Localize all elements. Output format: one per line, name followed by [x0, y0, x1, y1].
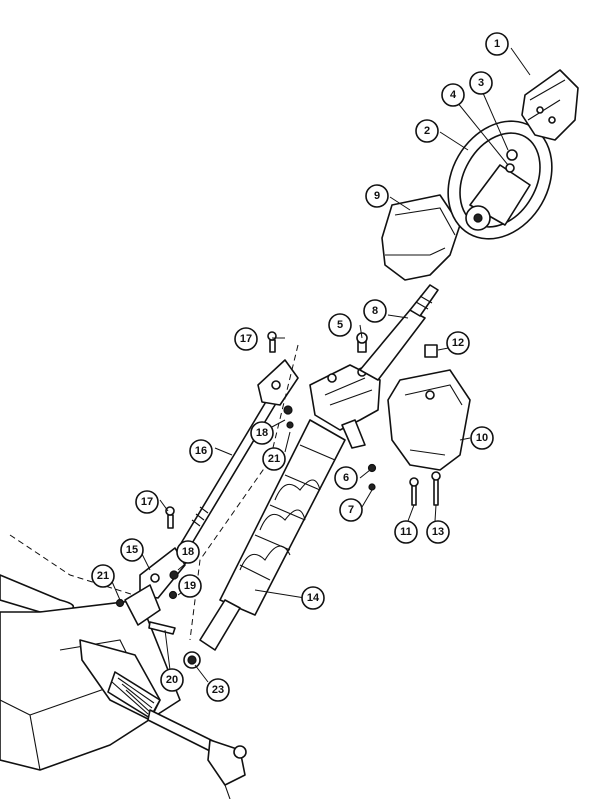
callout-6: 6 — [334, 466, 358, 490]
lower-shroud — [387, 344, 471, 471]
callout-15: 15 — [120, 538, 144, 562]
callout-11: 11 — [394, 520, 418, 544]
callout-21b: 21 — [91, 564, 115, 588]
callout-label: 9 — [374, 190, 380, 202]
callout-16: 16 — [189, 439, 213, 463]
callout-18b: 18 — [176, 540, 200, 564]
leader-lines — [109, 47, 531, 683]
callout-label: 17 — [240, 333, 252, 345]
callout-1: 1 — [485, 32, 509, 56]
callout-label: 11 — [400, 526, 412, 538]
callout-5: 5 — [328, 313, 352, 337]
callout-label: 21 — [268, 453, 280, 465]
callout-2: 2 — [415, 119, 439, 143]
callout-label: 7 — [348, 504, 354, 516]
callout-21a: 21 — [262, 447, 286, 471]
callout-label: 19 — [184, 580, 196, 592]
callout-20: 20 — [160, 668, 184, 692]
upper-shroud — [381, 194, 461, 281]
callout-label: 1 — [494, 38, 500, 50]
callout-14: 14 — [301, 586, 325, 610]
bulkhead-panel — [0, 534, 181, 771]
callout-label: 21 — [97, 570, 109, 582]
callout-label: 16 — [195, 445, 207, 457]
callout-label: 2 — [424, 125, 430, 137]
lower-column-tube — [183, 419, 346, 669]
callout-label: 17 — [141, 496, 153, 508]
callout-label: 18 — [256, 427, 268, 439]
column-bracket — [309, 332, 381, 491]
callout-label: 6 — [343, 472, 349, 484]
callout-label: 10 — [476, 432, 488, 444]
callout-label: 18 — [182, 546, 194, 558]
steering-wheel — [447, 120, 553, 240]
callout-10: 10 — [470, 426, 494, 450]
callout-label: 14 — [307, 592, 320, 604]
horn-pad — [521, 69, 579, 141]
callout-12: 12 — [446, 331, 470, 355]
callout-label: 20 — [166, 674, 178, 686]
shroud-screws — [409, 471, 441, 506]
callout-8: 8 — [363, 299, 387, 323]
callout-label: 15 — [126, 544, 138, 556]
callout-label: 13 — [432, 526, 444, 538]
callout-9: 9 — [365, 184, 389, 208]
callout-23: 23 — [206, 678, 230, 702]
callout-label: 12 — [452, 337, 464, 349]
lower-universal-joint — [115, 547, 186, 635]
callout-3: 3 — [469, 71, 493, 95]
upper-shaft — [359, 284, 439, 381]
callout-19: 19 — [178, 574, 202, 598]
callout-7: 7 — [339, 498, 363, 522]
callout-4: 4 — [441, 83, 465, 107]
callout-17a: 17 — [234, 327, 258, 351]
callout-label: 8 — [372, 305, 378, 317]
callout-label: 3 — [478, 77, 484, 89]
callout-18a: 18 — [250, 421, 274, 445]
callout-13: 13 — [426, 520, 450, 544]
steering-rack — [79, 639, 247, 799]
callout-label: 5 — [337, 319, 343, 331]
callout-label: 4 — [450, 89, 457, 101]
callout-label: 23 — [212, 684, 224, 696]
callout-17b: 17 — [135, 490, 159, 514]
